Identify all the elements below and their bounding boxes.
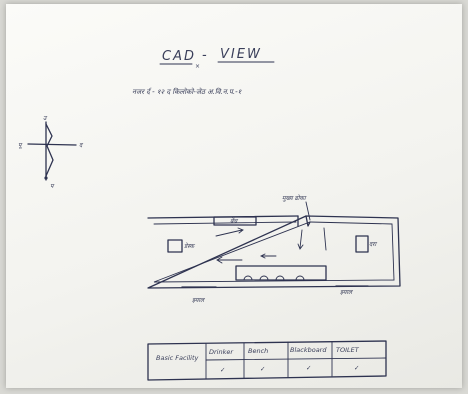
label-top-bench: बेंच	[230, 217, 238, 225]
title-left: CAD	[162, 49, 196, 64]
header-toilet: TOILET	[336, 346, 360, 354]
compass-west: प	[50, 183, 55, 190]
right-box	[355, 235, 369, 253]
header-bench: Bench	[248, 347, 268, 355]
header-drinker: Drinker	[209, 348, 234, 356]
hand-drawn-sketch: CAD - × VIEW नजर र्द - १२ द किलोको-जेठ अ…	[18, 47, 401, 381]
desk-box	[167, 239, 183, 253]
paper-sheet: CAD - × VIEW नजर र्द - १२ द किलोको-जेठ अ…	[6, 4, 462, 388]
compass-north: उ	[43, 115, 48, 122]
label-right-box: दरा	[369, 241, 378, 248]
row-label: Basic Facility	[156, 354, 199, 362]
compass-south: द	[79, 142, 84, 149]
label-entrance: मुख्य ढोका	[282, 194, 307, 202]
compass-east: पू	[18, 142, 23, 149]
check-blackboard: ✓	[306, 364, 311, 372]
bench-top	[213, 216, 257, 226]
facility-table	[147, 340, 387, 381]
title-right: VIEW	[220, 47, 262, 62]
label-window-right: झ्याल	[340, 289, 354, 296]
check-bench: ✓	[260, 365, 265, 373]
label-desk: डेस्क	[184, 242, 196, 250]
floor-plan	[147, 201, 401, 289]
check-drinker: ✓	[220, 366, 225, 374]
bench-bottom	[235, 265, 327, 281]
title-separator: -	[202, 48, 209, 63]
label-window-left: झ्याल	[192, 297, 206, 304]
north-arrow-icon	[27, 121, 77, 181]
header-blackboard: Blackboard	[290, 346, 327, 354]
title-mark: ×	[195, 63, 200, 70]
check-toilet: ✓	[354, 364, 359, 372]
subtitle: नजर र्द - १२ द किलोको-जेठ अ.वि.न.प.-१	[132, 87, 242, 96]
